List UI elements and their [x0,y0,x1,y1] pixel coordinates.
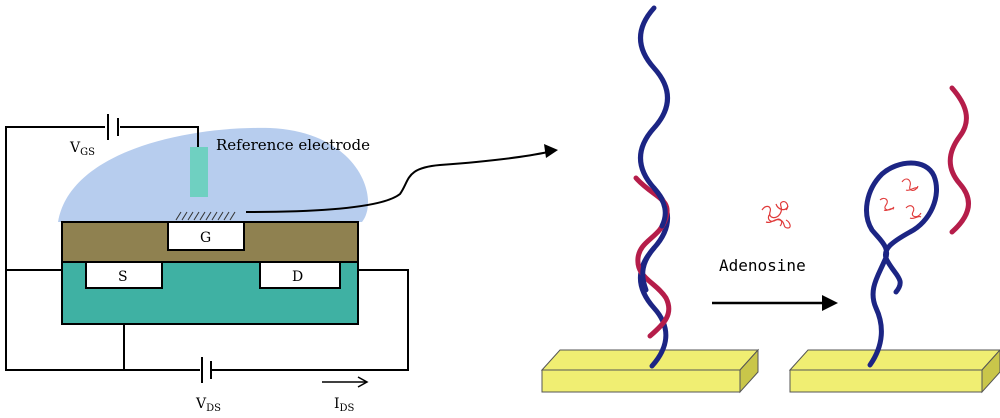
adenosine-label: Adenosine [719,256,806,275]
circuit-wires [5,126,409,371]
source-box [85,261,163,289]
gate-label: G [200,230,211,246]
drain-box [259,261,341,289]
bound-adenosine [879,178,922,219]
aptamer-overlap-left [640,185,668,293]
released-strand [947,85,971,235]
vds-label: VDS [195,396,221,414]
aptamer-folded-right [864,160,939,368]
solution-dome [58,127,369,222]
drain-label: D [292,269,303,285]
gate-box [167,221,245,251]
ids-label: IDS [334,396,355,414]
vgs-label: VGS [69,140,95,158]
gold-substrate-left [540,348,760,394]
aptamer-panel: Adenosine [540,5,1000,394]
source-label: S [118,269,128,285]
vds-battery [201,357,212,383]
gold-substrate-right [788,349,1000,394]
adenosine-molecule [761,201,791,229]
receptor-hatching [175,211,236,221]
current-arrow [322,376,369,388]
zoom-leader-line [245,151,549,213]
fet-device: VGS Reference electrode G S D VDS IDS [5,114,558,414]
vgs-battery [107,114,119,140]
reference-electrode-label: Reference electrode [216,136,370,154]
reference-electrode [190,147,208,197]
zoom-arrowhead [544,144,558,158]
reaction-arrow [712,295,838,311]
